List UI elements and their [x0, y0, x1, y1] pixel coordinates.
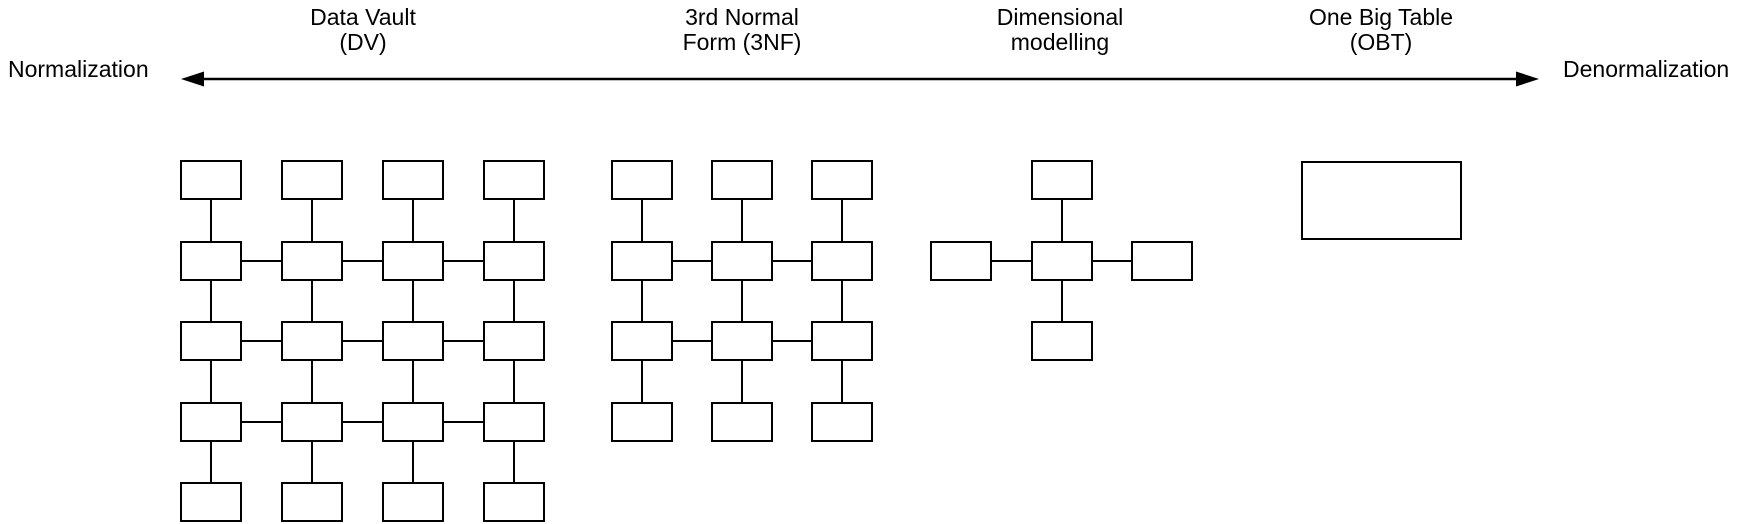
entity-box — [811, 321, 873, 361]
entity-box — [1131, 241, 1193, 281]
connector-line — [840, 200, 844, 241]
entity-box — [711, 160, 773, 200]
entity-box — [281, 321, 343, 361]
entity-box — [611, 321, 673, 361]
entity-box — [611, 402, 673, 442]
entity-box — [180, 160, 242, 200]
connector-line — [640, 361, 644, 402]
method-title-line: Form (3NF) — [682, 29, 802, 55]
entity-box — [281, 160, 343, 200]
entity-box — [611, 160, 673, 200]
method-title-line: (DV) — [339, 29, 387, 55]
connector-line — [512, 361, 516, 402]
entity-box — [1031, 321, 1093, 361]
connector-line — [444, 420, 483, 424]
method-title-line: 3rd Normal — [685, 4, 799, 30]
method-title-line: modelling — [1010, 29, 1110, 55]
connector-line — [343, 420, 382, 424]
entity-box — [811, 402, 873, 442]
entity-box — [811, 241, 873, 281]
connector-line — [411, 442, 415, 482]
entity-box — [180, 482, 242, 522]
connector-line — [242, 259, 281, 263]
entity-box — [382, 402, 444, 442]
connector-line — [673, 339, 711, 343]
connector-line — [411, 361, 415, 402]
connector-line — [840, 361, 844, 402]
connector-line — [209, 361, 213, 402]
connector-line — [640, 281, 644, 321]
entity-box — [711, 241, 773, 281]
method-title-data-vault: Data Vault (DV) — [213, 5, 513, 55]
connector-line — [444, 339, 483, 343]
connector-line — [310, 200, 314, 241]
connector-line — [773, 339, 811, 343]
entity-box — [811, 160, 873, 200]
entity-box — [483, 321, 545, 361]
method-title-line: One Big Table — [1308, 4, 1454, 30]
connector-line — [840, 281, 844, 321]
denormalization-label: Denormalization — [1563, 56, 1730, 82]
entity-box — [1301, 161, 1462, 240]
method-title-line: Data Vault — [310, 4, 416, 30]
connector-line — [740, 200, 744, 241]
entity-box — [483, 241, 545, 281]
entity-box — [281, 241, 343, 281]
connector-line — [411, 281, 415, 321]
connector-line — [310, 442, 314, 482]
connector-line — [444, 259, 483, 263]
connector-line — [1060, 281, 1064, 321]
connector-line — [209, 200, 213, 241]
entity-box — [711, 402, 773, 442]
connector-line — [1060, 200, 1064, 241]
connector-line — [1093, 259, 1131, 263]
entity-box — [483, 402, 545, 442]
entity-box — [483, 160, 545, 200]
connector-line — [343, 259, 382, 263]
connector-line — [242, 420, 281, 424]
connector-line — [411, 200, 415, 241]
connector-line — [512, 281, 516, 321]
entity-box — [483, 482, 545, 522]
method-title-line: Dimensional — [996, 4, 1124, 30]
entity-box — [711, 321, 773, 361]
entity-box — [1031, 241, 1093, 281]
connector-line — [209, 281, 213, 321]
method-title-line: (OBT) — [1349, 29, 1413, 55]
entity-box — [281, 482, 343, 522]
entity-box — [930, 241, 992, 281]
method-title-third-normal-form: 3rd Normal Form (3NF) — [592, 5, 892, 55]
entity-box — [1031, 160, 1093, 200]
connector-line — [242, 339, 281, 343]
connector-line — [740, 281, 744, 321]
entity-box — [382, 160, 444, 200]
connector-line — [209, 442, 213, 482]
method-title-dimensional-modelling: Dimensional modelling — [910, 5, 1210, 55]
entity-box — [180, 321, 242, 361]
entity-box — [281, 402, 343, 442]
connector-line — [512, 200, 516, 241]
connector-line — [512, 442, 516, 482]
entity-box — [382, 321, 444, 361]
connector-line — [310, 361, 314, 402]
method-title-one-big-table: One Big Table (OBT) — [1231, 5, 1531, 55]
connector-line — [640, 200, 644, 241]
entity-box — [382, 482, 444, 522]
entity-box — [611, 241, 673, 281]
normalization-label: Normalization — [8, 56, 149, 82]
entity-box — [382, 241, 444, 281]
connector-line — [740, 361, 744, 402]
connector-line — [773, 259, 811, 263]
connector-line — [310, 281, 314, 321]
entity-box — [180, 241, 242, 281]
connector-line — [673, 259, 711, 263]
entity-box — [180, 402, 242, 442]
connector-line — [343, 339, 382, 343]
connector-line — [992, 259, 1031, 263]
